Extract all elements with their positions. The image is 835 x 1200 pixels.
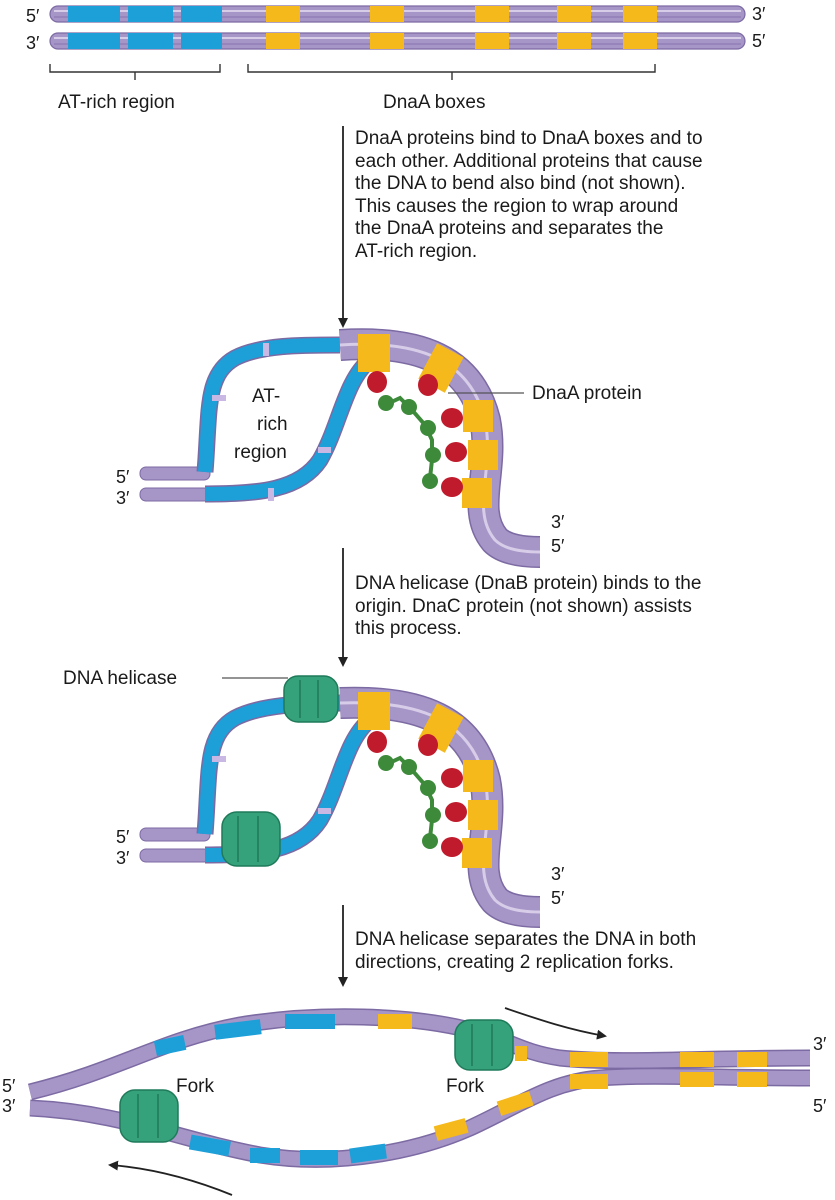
at-rich-block	[128, 6, 173, 22]
left-end-label-bottom: 3′	[116, 488, 130, 508]
dnaa-box	[570, 1074, 608, 1089]
at-rich-block	[181, 33, 222, 49]
dnaa-box	[515, 1046, 527, 1061]
top-right-end-label: 3′	[752, 4, 766, 24]
at-rich-block	[153, 1035, 187, 1056]
dnaa-box	[463, 400, 493, 432]
dna-helicase-upper	[283, 675, 339, 723]
right-end-label-bottom: 5′	[551, 536, 565, 556]
top-strand	[49, 5, 746, 23]
at-rich-block	[214, 1019, 262, 1040]
left-end-label-top: 5′	[2, 1076, 16, 1096]
dnaa-boxes-label: DnaA boxes	[383, 92, 485, 113]
dnaa-box	[378, 1014, 412, 1029]
dnaa-box	[266, 6, 300, 22]
left-end-label-bottom: 3′	[116, 848, 130, 868]
at-rich-block	[68, 33, 120, 49]
dnaa-protein-label: DnaA protein	[532, 383, 642, 404]
dnaa-box	[358, 334, 390, 372]
panel3-helicase-loading: DNA helicase 5′ 3′ 3′ 5′	[63, 668, 565, 928]
at-rich-block	[349, 1143, 387, 1164]
dnaa-box	[462, 478, 492, 508]
at-rich-region-label: AT-rich region	[58, 92, 175, 113]
dnaa-box	[266, 33, 300, 49]
right-end-label-top: 3′	[813, 1034, 827, 1054]
right-end-label-bottom: 5′	[813, 1096, 827, 1116]
right-fork-direction-arrow	[504, 1007, 607, 1040]
bottom-right-end-label: 5′	[752, 31, 766, 51]
dnaa-box	[737, 1052, 767, 1067]
dnaa-box	[475, 33, 509, 49]
at-rich-block	[68, 6, 120, 22]
at-rich-bracket	[49, 64, 221, 80]
left-fork-direction-arrow	[108, 1160, 233, 1196]
dna-helicase-right-fork	[454, 1019, 514, 1071]
at-rich-lower-strand	[204, 354, 375, 501]
dna-helicase-left-fork	[119, 1089, 179, 1143]
right-end-label-top: 3′	[551, 864, 565, 884]
at-rich-block	[285, 1014, 335, 1029]
dnaa-box	[468, 440, 498, 470]
left-end-label-top: 5′	[116, 827, 130, 847]
panel2-dnaa-bound-origin: DnaA protein AT- rich region 5′ 3′ 3′ 5′	[116, 328, 642, 568]
at-rich-block	[181, 6, 222, 22]
at-rich-block	[188, 1134, 231, 1157]
panel4-replication-forks: Fork Fork 5′ 3′ 3′ 5′	[2, 1007, 827, 1196]
dnaa-box	[623, 33, 657, 49]
top-left-end-label: 5′	[26, 6, 40, 26]
dna-helicase-label: DNA helicase	[63, 668, 177, 689]
dnaa-box	[570, 1052, 608, 1067]
dnaa-box	[358, 692, 390, 730]
at-rich-block	[128, 33, 173, 49]
fork-left-label: Fork	[176, 1076, 215, 1097]
at-rich-label-line2: rich	[257, 414, 288, 435]
dnaa-box	[680, 1072, 714, 1087]
dnaa-box	[475, 6, 509, 22]
right-end-label-bottom: 5′	[551, 888, 565, 908]
at-rich-label-line3: region	[234, 442, 287, 463]
fork-right-label: Fork	[446, 1076, 485, 1097]
right-end-label-top: 3′	[551, 512, 565, 532]
dnaa-box	[433, 1118, 469, 1141]
at-rich-block	[300, 1150, 338, 1165]
dnaa-box	[370, 6, 404, 22]
bottom-left-end-label: 3′	[26, 33, 40, 53]
left-end-label-bottom: 3′	[2, 1096, 16, 1116]
dnaa-protein-cluster	[367, 371, 467, 497]
dnaa-box	[557, 33, 591, 49]
dnaa-box	[462, 838, 492, 868]
left-end-label-top: 5′	[116, 467, 130, 487]
dnaa-box	[557, 6, 591, 22]
step3-caption: DNA helicase separates the DNA in both d…	[355, 929, 697, 973]
dnaa-box	[496, 1091, 534, 1116]
dnaa-box	[680, 1052, 714, 1067]
dnaa-box	[737, 1072, 767, 1087]
at-rich-upper-strand	[198, 338, 341, 473]
dnaa-box	[370, 33, 404, 49]
dnaa-box	[463, 760, 493, 792]
dnaa-protein-cluster	[367, 731, 467, 857]
dnaa-box	[468, 800, 498, 830]
panel1-linear-origin: 5′ 3′ 3′ 5′ AT-rich region DnaA boxes	[26, 4, 766, 113]
step2-caption: DNA helicase (DnaB protein) binds to the…	[355, 573, 702, 640]
bottom-strand	[49, 32, 746, 50]
at-rich-label-line1: AT-	[252, 386, 280, 407]
step1-caption: DnaA proteins bind to DnaA boxes and to …	[355, 128, 703, 262]
at-rich-block	[250, 1148, 280, 1163]
dna-helicase-lower	[221, 811, 281, 867]
dnaa-boxes-bracket	[247, 64, 656, 80]
dnaa-box	[623, 6, 657, 22]
